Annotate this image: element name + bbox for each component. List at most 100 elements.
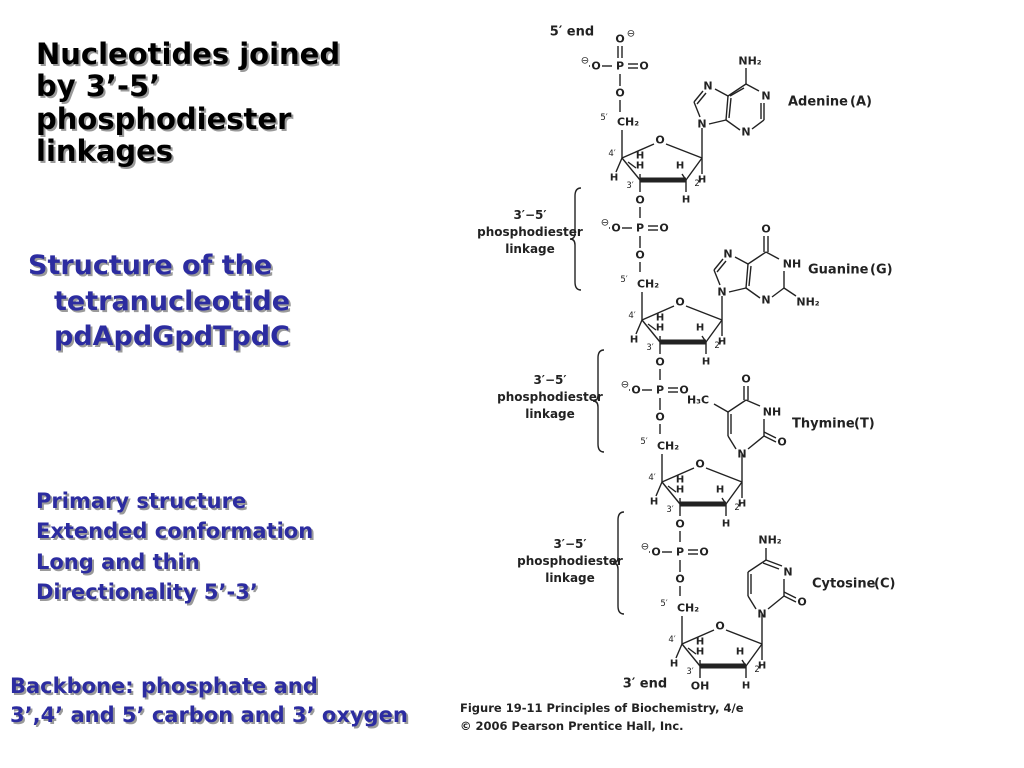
prime-label: 5′ <box>600 113 607 123</box>
ch2-label: CH₂ <box>637 278 659 291</box>
title-line: linkages <box>36 134 174 169</box>
hydrogen-label: H <box>722 519 730 530</box>
ring-oxygen-label: O <box>715 620 724 633</box>
slide-title: Nucleotides joined by 3’-5’ phosphodiest… <box>36 38 366 168</box>
prime-label: 2′ <box>694 179 701 189</box>
linkage-brace <box>569 187 582 291</box>
amino-label: NH₂ <box>796 296 819 309</box>
bond-line <box>705 319 723 343</box>
bond-line <box>655 481 663 497</box>
prime-label: 4′ <box>668 635 675 645</box>
hydrogen-label: H <box>650 497 658 508</box>
bond-line <box>747 435 765 450</box>
hydrogen-label: H <box>656 323 664 334</box>
bond-line <box>693 101 701 118</box>
title-line: Nucleotides joined <box>36 37 341 71</box>
oxygen-label: O <box>639 60 648 73</box>
hydrogen-label: H <box>736 647 744 658</box>
amino-label: NH₂ <box>758 534 781 547</box>
bond-line <box>747 595 757 610</box>
base-letter-label: (G) <box>870 263 893 278</box>
bond-line <box>745 399 761 407</box>
linkage-label-top: 3′−5′ <box>553 537 586 551</box>
bond-line <box>708 119 727 125</box>
prime-label: 3′ <box>666 505 673 515</box>
prime-label: 2′ <box>714 341 721 351</box>
bond-line <box>696 92 707 105</box>
bond-line <box>734 256 749 265</box>
bond-line <box>745 643 763 667</box>
ring-oxygen-label: O <box>695 458 704 471</box>
bond-line <box>685 157 703 181</box>
nitrogen-label: N <box>697 118 706 131</box>
hydrogen-label: H <box>656 313 664 324</box>
bond-line <box>705 467 743 483</box>
hydrogen-label: H <box>682 195 690 206</box>
nitrogen-label: NH <box>783 258 801 271</box>
amino-label: NH₂ <box>738 55 761 68</box>
bond-line <box>713 269 721 286</box>
negative-charge-label: ⊖ <box>627 29 635 40</box>
ch2-label: CH₂ <box>617 116 639 129</box>
bond-line <box>741 659 747 667</box>
bond-line <box>701 335 707 343</box>
nitrogen-label: N <box>723 248 732 261</box>
prime-label: 5′ <box>620 275 627 285</box>
bond-line <box>727 435 737 450</box>
property-item: Directionality 5’-3’ <box>36 580 258 605</box>
bond-line <box>713 258 724 271</box>
bond-line <box>714 88 729 97</box>
prime-label: 4′ <box>608 149 615 159</box>
structure-line: Structure of the <box>28 250 273 281</box>
prime-label: 4′ <box>628 311 635 321</box>
carbonyl-oxygen-label: O <box>741 373 750 386</box>
structure-heading: Structure of the tetranucleotide pdApdGp… <box>28 248 348 355</box>
hydrogen-label: H <box>636 151 644 162</box>
oxygen-label: O <box>651 546 660 559</box>
property-item: Primary structure <box>36 489 247 513</box>
nitrogen-label: N <box>737 448 746 461</box>
bond-line <box>635 319 643 335</box>
hydrogen-label: H <box>716 485 724 496</box>
bond-line <box>685 305 723 321</box>
phosphorus-label: P <box>676 546 684 559</box>
bond-line <box>763 435 777 443</box>
bond-line <box>727 83 747 97</box>
base-name-label: Cytosine <box>812 577 876 592</box>
nitrogen-label: N <box>703 80 712 93</box>
bond-line <box>751 119 765 130</box>
bond-line <box>713 403 729 413</box>
carbonyl-oxygen-label: O <box>797 596 806 609</box>
bond-line <box>661 467 695 483</box>
bond-line <box>745 287 761 299</box>
structure-line: pdApdGpdTpdC <box>54 321 290 353</box>
hydrogen-label: H <box>670 659 678 670</box>
prime-label: 3′ <box>646 343 653 353</box>
ch2-label: CH₂ <box>677 602 699 615</box>
bond-line <box>745 83 760 92</box>
bond-line <box>681 629 715 645</box>
nitrogen-label: N <box>717 286 726 299</box>
hydrogen-label: H <box>636 161 644 172</box>
oxygen-label: O <box>675 573 684 586</box>
figure-caption-line2: © 2006 Pearson Prentice Hall, Inc. <box>460 719 684 733</box>
prime-label: 2′ <box>754 665 761 675</box>
title-line: by 3’-5’ <box>36 69 161 104</box>
negative-charge-label: ⊖ <box>581 56 589 67</box>
oxygen-label: O <box>631 384 640 397</box>
oxygen-label: O <box>675 518 684 531</box>
hydrogen-label: H <box>696 323 704 334</box>
base-letter-label: (A) <box>850 95 872 110</box>
hydrogen-label: H <box>610 173 618 184</box>
bond-line <box>721 497 727 505</box>
bond-line <box>641 319 661 343</box>
bond-line <box>728 97 732 119</box>
hydrogen-label: H <box>742 681 750 692</box>
bond-line <box>725 119 741 131</box>
linkage-label-mid: phosphodiester <box>497 390 603 404</box>
bond-line <box>675 643 683 659</box>
ch2-label: CH₂ <box>657 440 679 453</box>
linkage-label-bot: linkage <box>545 571 595 585</box>
bond-line <box>665 143 703 159</box>
bond-line <box>681 643 701 667</box>
